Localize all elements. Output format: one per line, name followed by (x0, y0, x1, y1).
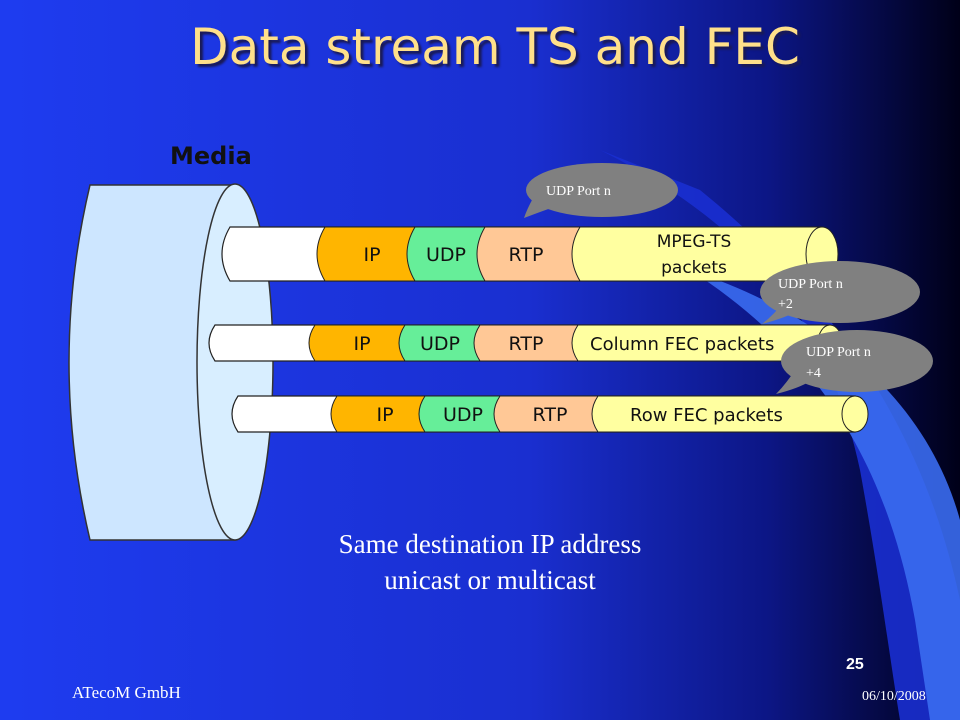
callout-text-line2: +4 (806, 366, 821, 381)
stream-end-cap (841, 395, 869, 433)
ip-label: IP (363, 244, 380, 266)
rtp-label: RTP (509, 244, 544, 266)
stream-row-fec: IP UDP RTP Row FEC packets (231, 395, 869, 433)
rtp-segment (493, 395, 611, 433)
payload-label: Column FEC packets (590, 334, 774, 355)
callout-text-line2: +2 (778, 297, 793, 312)
callout-text-line1: UDP Port n (806, 345, 871, 360)
payload-label-line1: MPEG-TS (657, 232, 732, 252)
caption: Same destination IP address unicast or m… (280, 526, 700, 598)
callout-port-n-plus-2: UDP Port n +2 (760, 261, 920, 324)
caption-line-2: unicast or multicast (384, 565, 596, 595)
callout-text: UDP Port n (546, 184, 611, 199)
media-cylinder (68, 183, 274, 541)
footer-company: ATecoM GmbH (72, 683, 181, 702)
callout-port-n: UDP Port n (524, 163, 678, 218)
media-label: Media (170, 142, 252, 170)
callout-port-n-plus-4: UDP Port n +4 (776, 330, 933, 394)
rtp-label: RTP (533, 404, 568, 426)
rtp-segment (473, 324, 586, 362)
footer-date: 06/10/2008 (862, 689, 926, 704)
udp-label: UDP (426, 244, 466, 266)
rtp-label: RTP (509, 333, 544, 355)
payload-segment (591, 395, 856, 433)
payload-label: Row FEC packets (630, 405, 783, 426)
payload-label-line2: packets (661, 258, 727, 278)
udp-label: UDP (443, 404, 483, 426)
udp-label: UDP (420, 333, 460, 355)
ip-label: IP (353, 333, 370, 355)
stream-column-fec: IP UDP RTP Column FEC packets (208, 324, 843, 362)
ip-label: IP (376, 404, 393, 426)
stream-mpeg-ts: IP UDP RTP MPEG-TS packets (221, 226, 839, 282)
callout-text-line1: UDP Port n (778, 277, 843, 292)
caption-line-1: Same destination IP address (338, 529, 642, 559)
slide-title: Data stream TS and FEC (190, 18, 800, 76)
page-number: 25 (846, 656, 864, 673)
